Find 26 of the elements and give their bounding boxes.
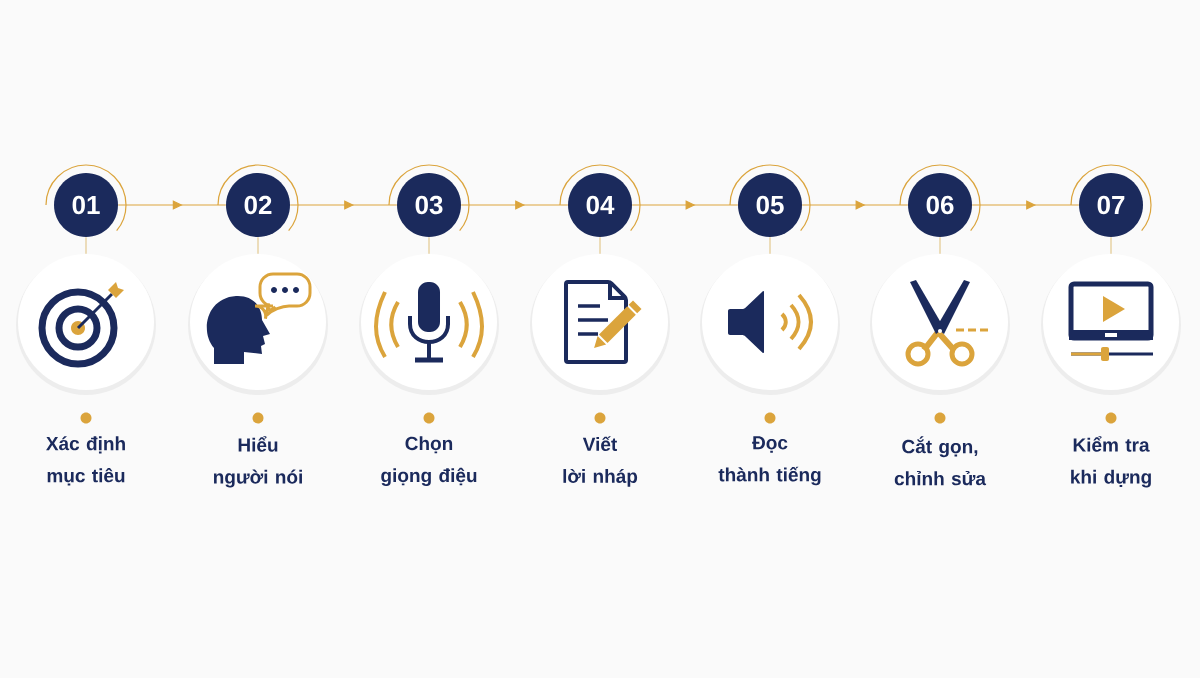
arrow <box>117 200 227 210</box>
number-badge: 01 <box>45 164 127 237</box>
arrow <box>801 200 909 210</box>
step-label: Chọn giọng điệu <box>381 436 477 486</box>
arrow <box>289 200 398 210</box>
step-label: Đọc thành tiếng <box>718 436 821 486</box>
arrow <box>971 200 1080 210</box>
number-badge: 07 <box>1070 164 1152 237</box>
step-label: Cắt gọn, chỉnh sửa <box>894 436 987 486</box>
arrow <box>631 200 739 210</box>
step-label: Hiểu người nói <box>213 436 302 488</box>
step-label: Xác định mục tiêu <box>46 436 125 486</box>
icon-circle <box>870 254 1010 395</box>
step-label: Kiểm tra khi dựng <box>1071 436 1151 488</box>
arrow <box>460 200 569 210</box>
number-badge: 05 <box>729 164 811 237</box>
icon-circle <box>16 254 156 395</box>
icon-circle <box>700 254 840 395</box>
number-badge: 02 <box>217 164 299 237</box>
icon-circle <box>359 254 499 395</box>
number-badge: 06 <box>899 164 981 237</box>
icon-circle <box>530 254 670 395</box>
step-label: Viết lời nháp <box>563 436 638 487</box>
number-badge: 03 <box>388 164 470 237</box>
number-badge: 04 <box>559 164 641 237</box>
icon-circle <box>1041 254 1181 395</box>
